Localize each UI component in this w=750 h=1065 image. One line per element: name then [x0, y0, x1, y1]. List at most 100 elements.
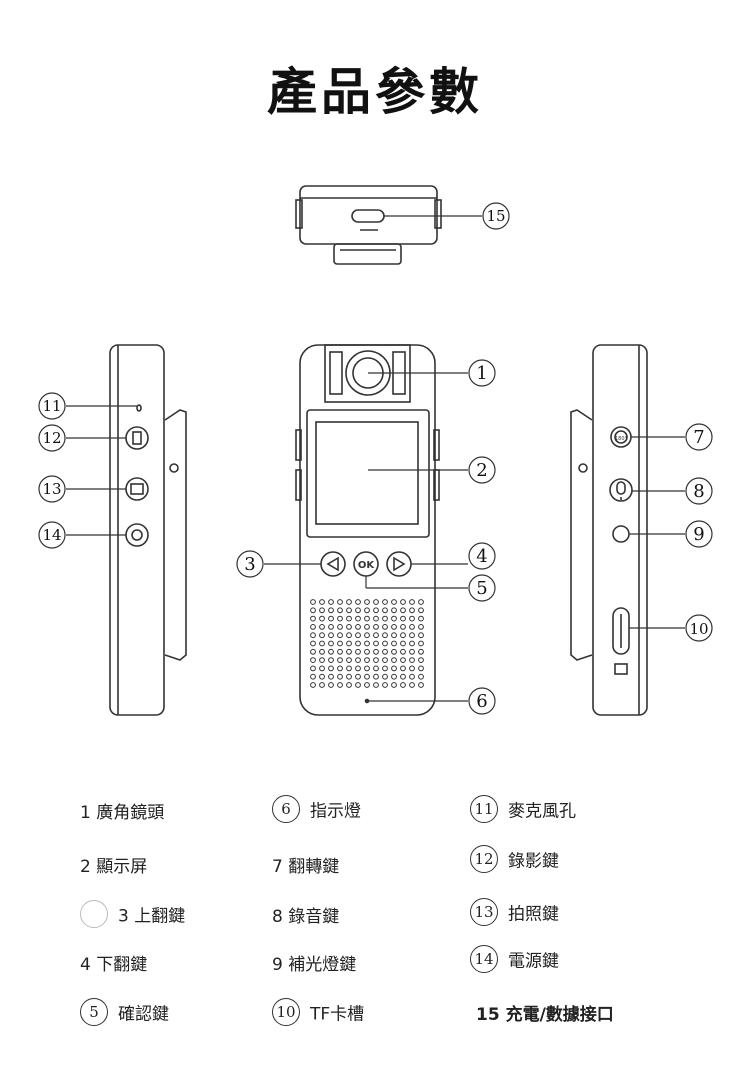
- grille-hole: [391, 640, 397, 647]
- grille-hole: [373, 599, 379, 605]
- grille-hole: [373, 624, 379, 630]
- grille-hole: [382, 607, 388, 614]
- usb-port: [351, 209, 385, 223]
- photo-button: [125, 477, 149, 501]
- grille-hole: [328, 682, 334, 688]
- grille-hole: [328, 673, 334, 680]
- grille-hole: [418, 648, 424, 655]
- callout-11: 11: [42, 397, 61, 415]
- grille-hole: [391, 657, 397, 663]
- grille-hole: [364, 682, 370, 688]
- legend-item-4: 4 下翻鍵: [80, 955, 148, 975]
- grille-hole: [382, 657, 388, 663]
- grille-hole: [310, 624, 316, 630]
- grille-hole: [391, 624, 397, 630]
- callout-8: 8: [693, 481, 704, 502]
- grille-hole: [328, 607, 334, 614]
- fill-light-button: [612, 525, 630, 543]
- grille-hole: [373, 657, 379, 663]
- grille-hole: [400, 599, 406, 605]
- grille-hole: [400, 615, 406, 622]
- grille-hole: [364, 607, 370, 614]
- grille-hole: [328, 624, 334, 630]
- grille-hole: [409, 640, 415, 647]
- grille-hole: [328, 657, 334, 663]
- grille-hole: [382, 624, 388, 630]
- grille-hole: [346, 615, 352, 622]
- grille-hole: [382, 673, 388, 680]
- grille-hole: [418, 599, 424, 605]
- tf-card-slot: [612, 607, 630, 655]
- grille-hole: [400, 632, 406, 639]
- grille-hole: [373, 648, 379, 655]
- grille-hole: [310, 640, 316, 647]
- up-button: [320, 551, 346, 577]
- grille-hole: [382, 615, 388, 622]
- grille-hole: [310, 599, 316, 605]
- grille-hole: [391, 615, 397, 622]
- grille-hole: [391, 682, 397, 688]
- grille-hole: [337, 648, 343, 655]
- grille-hole: [409, 624, 415, 630]
- grille-hole: [337, 607, 343, 614]
- grille-hole: [391, 632, 397, 639]
- grille-hole: [391, 648, 397, 655]
- legend-item-15: 15 充電/數據接口: [476, 1005, 614, 1025]
- grille-hole: [409, 657, 415, 663]
- grille-hole: [310, 615, 316, 622]
- device-top-view: [295, 185, 442, 265]
- grille-hole: [355, 615, 361, 622]
- grille-hole: [355, 648, 361, 655]
- grille-hole: [418, 657, 424, 663]
- grille-hole: [364, 624, 370, 630]
- record-video-button: [125, 426, 149, 450]
- grille-hole: [346, 599, 352, 605]
- grille-hole: [337, 657, 343, 663]
- grille-hole: [418, 624, 424, 630]
- screen: [315, 421, 419, 525]
- legend-item-7: 7 翻轉鍵: [272, 857, 340, 877]
- grille-hole: [418, 607, 424, 614]
- down-button: [386, 551, 412, 577]
- grille-hole: [346, 648, 352, 655]
- grille-hole: [364, 632, 370, 639]
- speaker-grille: [310, 599, 424, 688]
- grille-hole: [355, 682, 361, 688]
- grille-hole: [310, 682, 316, 688]
- callout-12: 12: [42, 429, 61, 447]
- grille-hole: [310, 648, 316, 655]
- rotate-label: 180°: [615, 436, 628, 442]
- legend-item-1: 1 廣角鏡頭: [80, 803, 165, 823]
- voice-record-button: [609, 478, 633, 502]
- callout-10: 10: [689, 620, 708, 638]
- grille-hole: [373, 640, 379, 647]
- grille-hole: [346, 682, 352, 688]
- grille-hole: [310, 673, 316, 680]
- power-button: [125, 523, 149, 547]
- device-left-view: [109, 344, 187, 716]
- device-right-view: [570, 344, 648, 716]
- grille-hole: [337, 682, 343, 688]
- grille-hole: [364, 657, 370, 663]
- grille-hole: [409, 599, 415, 605]
- page-title: 產品參數: [267, 63, 483, 121]
- grille-hole: [382, 599, 388, 605]
- grille-hole: [373, 673, 379, 680]
- grille-hole: [364, 599, 370, 605]
- grille-hole: [400, 665, 406, 672]
- grille-hole: [409, 632, 415, 639]
- callout-1: 1: [476, 363, 487, 384]
- grille-hole: [328, 648, 334, 655]
- callout-15: 15: [486, 207, 505, 225]
- grille-hole: [373, 615, 379, 622]
- grille-hole: [364, 640, 370, 647]
- grille-hole: [328, 665, 334, 672]
- grille-hole: [382, 682, 388, 688]
- legend-item-8: 8 錄音鍵: [272, 907, 340, 927]
- grille-hole: [337, 599, 343, 605]
- legend-item-9: 9 補光燈鍵: [272, 955, 357, 975]
- callout-2: 2: [476, 460, 487, 481]
